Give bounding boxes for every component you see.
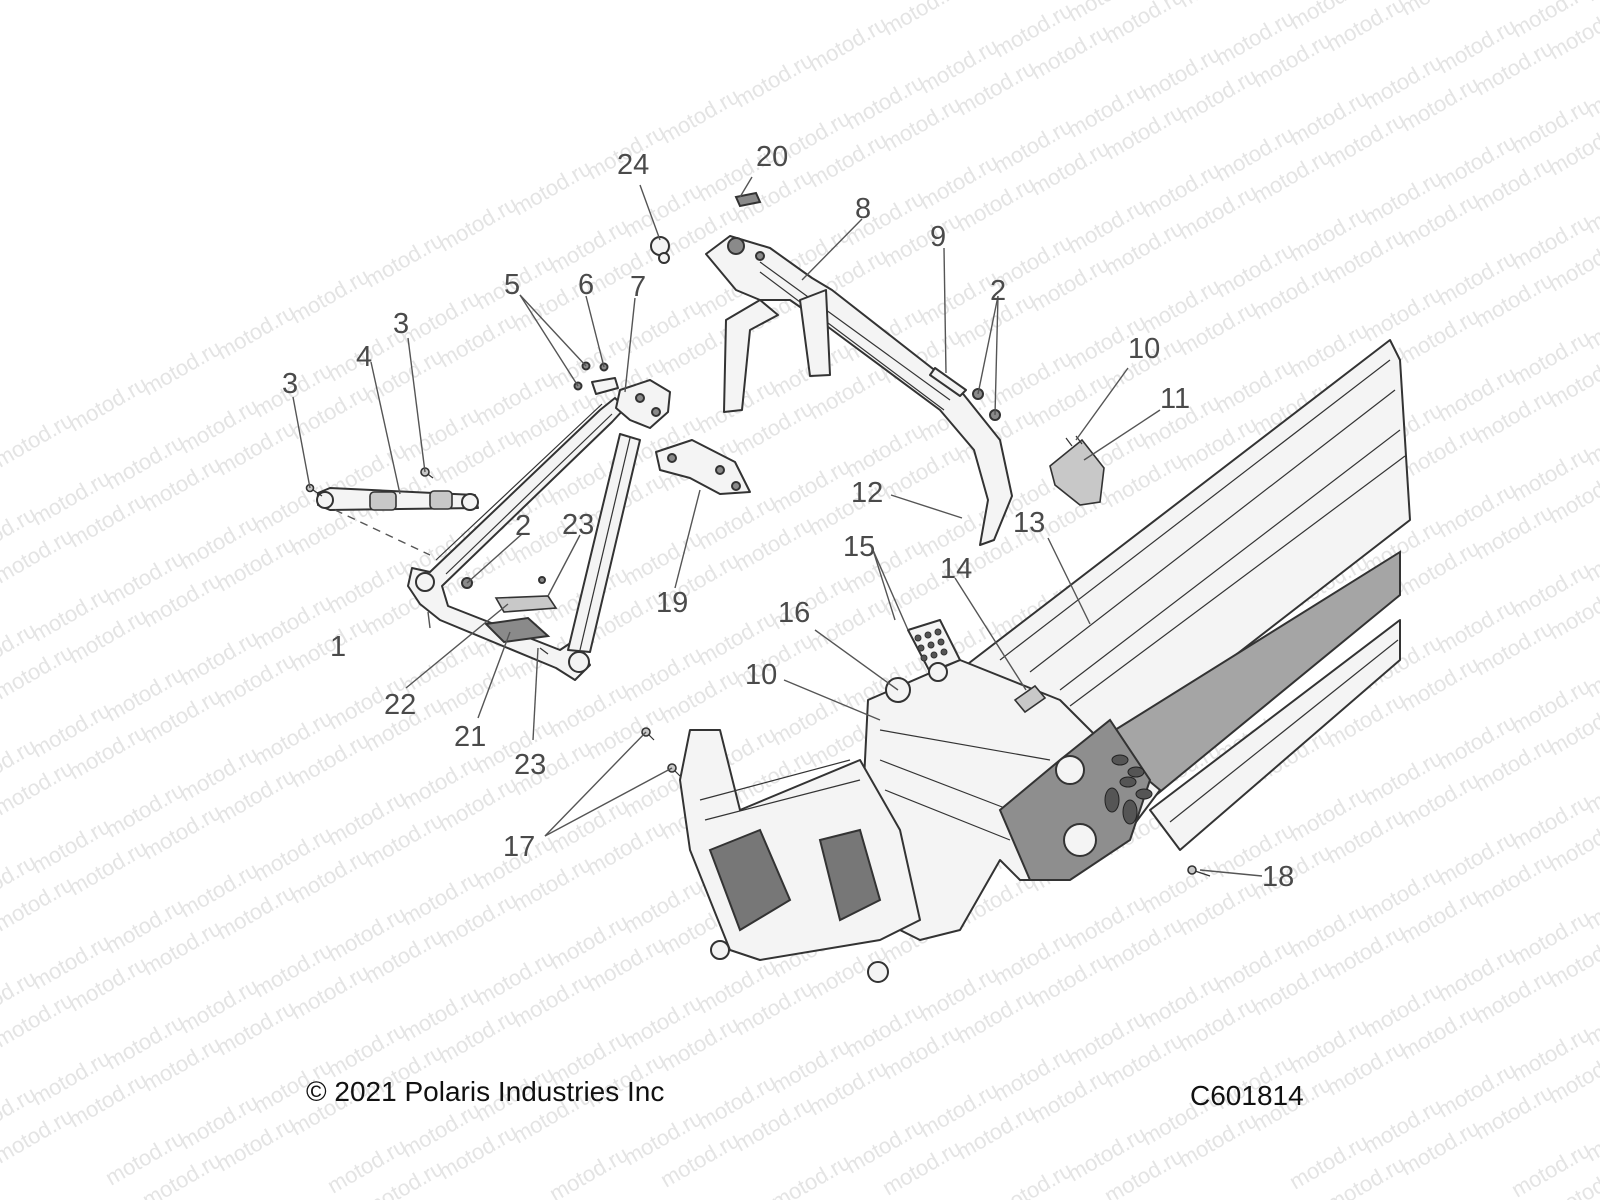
part-4-rod (305, 467, 479, 556)
callout-2-left: 2 (515, 510, 531, 542)
callout-9: 9 (930, 221, 946, 253)
callout-17: 17 (503, 831, 535, 863)
watermark-text: motod.ru (1100, 0, 1188, 48)
callout-19: 19 (656, 587, 688, 619)
callout-23-top: 23 (562, 509, 594, 541)
part-19-plate (655, 439, 751, 495)
callout-10-bottom: 10 (745, 659, 777, 691)
callout-4: 4 (356, 341, 372, 373)
callout-7: 7 (630, 271, 646, 303)
callout-8: 8 (855, 193, 871, 225)
watermark-text: motod.ru (952, 0, 1040, 4)
chassis-tunnel (641, 339, 1411, 983)
callout-16: 16 (778, 597, 810, 629)
callout-3-right: 3 (393, 308, 409, 340)
callout-10-top: 10 (1128, 333, 1160, 365)
callout-13: 13 (1013, 507, 1045, 539)
watermark-text: motod.ru (878, 0, 966, 40)
callout-14: 14 (940, 553, 972, 585)
callout-21: 21 (454, 721, 486, 753)
callout-12: 12 (851, 477, 883, 509)
callout-2-right: 2 (990, 275, 1006, 307)
callout-labels: 1 2 2 3 3 4 5 6 7 8 9 10 10 11 12 13 14 … (282, 141, 1294, 893)
part-1-front-frame (407, 397, 641, 681)
callout-18: 18 (1262, 861, 1294, 893)
leader-lines (292, 176, 1263, 877)
diagram-code: C601814 (1190, 1080, 1304, 1111)
callout-11: 11 (1160, 383, 1190, 415)
callout-22: 22 (384, 689, 416, 721)
part-8-upper-frame (705, 235, 1013, 546)
callout-6: 6 (578, 269, 594, 301)
callout-3-left: 3 (282, 368, 298, 400)
part-24-fitting (650, 236, 670, 264)
part-20-decal (734, 191, 762, 208)
callout-1: 1 (330, 631, 346, 663)
callout-23-bottom: 23 (514, 749, 546, 781)
callout-24: 24 (617, 149, 649, 181)
watermark-text: motod.ru (1396, 0, 1484, 20)
part-11-shield (1049, 435, 1105, 506)
watermark-text: motod.ru (1174, 0, 1262, 12)
part-7-bracket (573, 361, 671, 429)
copyright-text: © 2021 Polaris Industries Inc (306, 1076, 665, 1107)
callout-20: 20 (756, 141, 788, 173)
callout-5: 5 (504, 269, 520, 301)
callout-15: 15 (843, 531, 875, 563)
